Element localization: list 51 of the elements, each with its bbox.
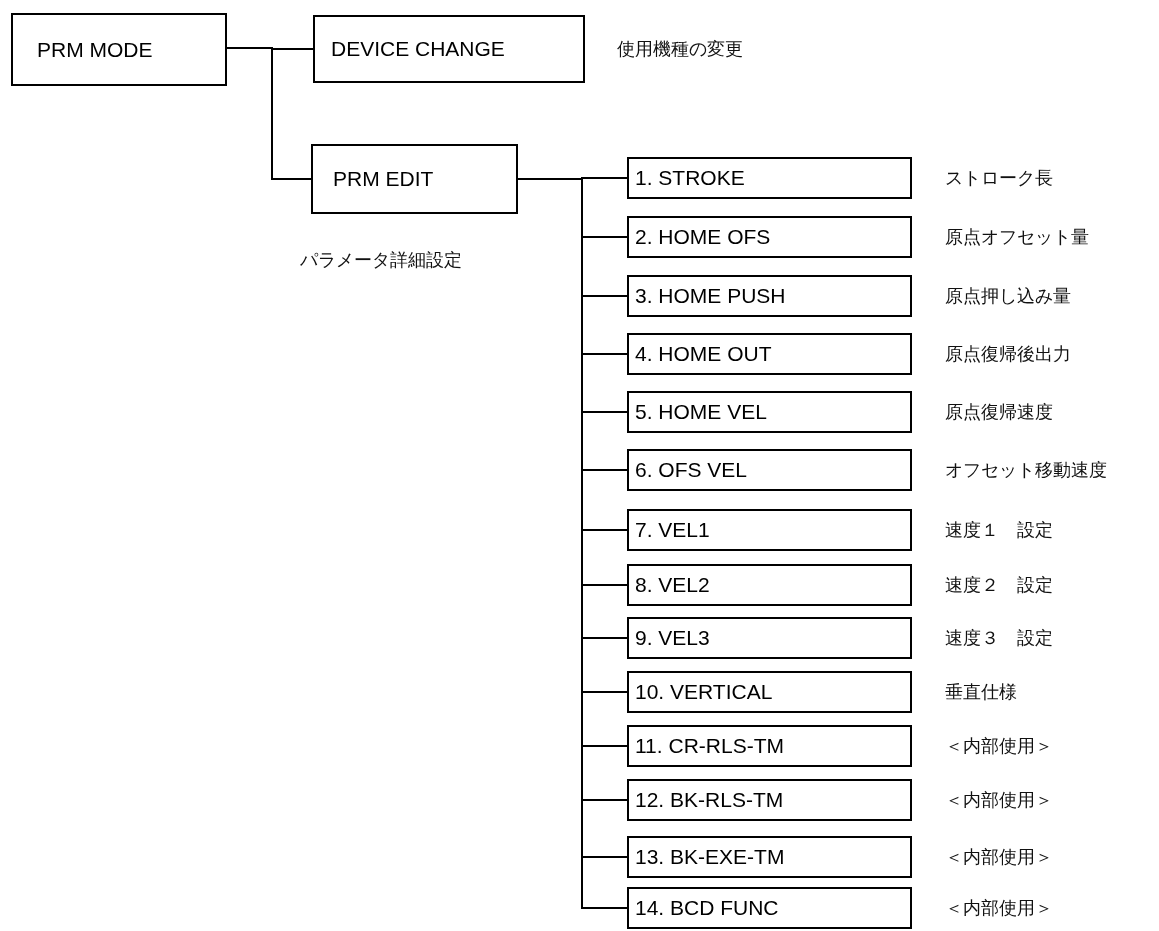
menu-label: 5. HOME VEL	[635, 400, 767, 424]
menu-box	[627, 836, 912, 878]
menu-label: 7. VEL1	[635, 518, 710, 542]
menu-box	[627, 671, 912, 713]
menu-box	[627, 509, 912, 551]
item-description: 原点オフセット量	[945, 225, 1089, 249]
menu-box	[627, 725, 912, 767]
menu-label: 2. HOME OFS	[635, 225, 771, 249]
menu-label: 10. VERTICAL	[635, 680, 773, 704]
menu-box	[627, 779, 912, 821]
item-description: ストローク長	[945, 166, 1053, 190]
menu-label: 9. VEL3	[635, 626, 710, 650]
item-description: 速度３ 設定	[945, 626, 1053, 650]
menu-label: 13. BK-EXE-TM	[635, 845, 785, 869]
menu-label: 4. HOME OUT	[635, 342, 772, 366]
item-description: 使用機種の変更	[617, 37, 743, 61]
menu-label: DEVICE CHANGE	[331, 37, 505, 61]
item-description: オフセット移動速度	[945, 458, 1107, 482]
item-description: ＜内部使用＞	[945, 788, 1053, 812]
menu-label: 11. CR-RLS-TM	[635, 734, 784, 758]
menu-box	[11, 13, 227, 86]
menu-label: 6. OFS VEL	[635, 458, 748, 482]
menu-box	[627, 333, 912, 375]
menu-box	[627, 617, 912, 659]
menu-label: 1. STROKE	[635, 166, 745, 190]
menu-label: 3. HOME PUSH	[635, 284, 786, 308]
menu-box	[627, 157, 912, 199]
menu-box	[627, 564, 912, 606]
menu-label: 14. BCD FUNC	[635, 896, 779, 920]
menu-label: PRM MODE	[37, 37, 153, 62]
connector-line	[226, 47, 312, 180]
menu-box	[627, 449, 912, 491]
menu-box	[627, 216, 912, 258]
menu-box	[627, 391, 912, 433]
item-description: ＜内部使用＞	[945, 896, 1053, 920]
item-description: 原点押し込み量	[945, 284, 1071, 308]
menu-label: 12. BK-RLS-TM	[635, 788, 784, 812]
item-description: 垂直仕様	[945, 680, 1017, 704]
menu-box	[311, 144, 518, 214]
item-description: パラメータ詳細設定	[300, 248, 462, 272]
menu-box	[627, 275, 912, 317]
menu-label: PRM EDIT	[333, 167, 434, 191]
menu-box	[313, 15, 585, 83]
item-description: 速度２ 設定	[945, 573, 1053, 597]
item-description: 速度１ 設定	[945, 518, 1053, 542]
menu-box	[627, 887, 912, 929]
item-description: 原点復帰速度	[945, 400, 1053, 424]
menu-label: 8. VEL2	[635, 573, 710, 597]
item-description: 原点復帰後出力	[945, 342, 1071, 366]
item-description: ＜内部使用＞	[945, 734, 1053, 758]
item-description: ＜内部使用＞	[945, 845, 1053, 869]
